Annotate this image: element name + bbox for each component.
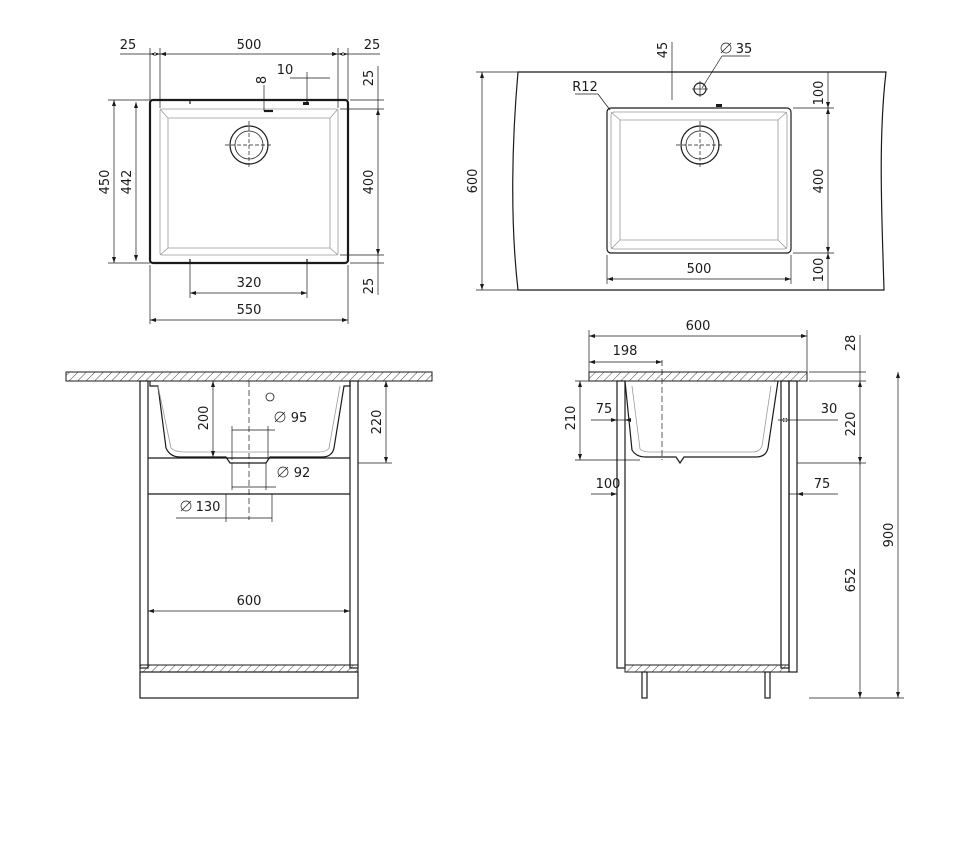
front-dim-dia95: 95 bbox=[291, 411, 308, 426]
side-cabinet-bottom bbox=[624, 664, 790, 673]
side-dim-900: 900 bbox=[882, 523, 897, 548]
counter-dim-500: 500 bbox=[687, 262, 712, 277]
counter-dim-400: 400 bbox=[812, 169, 827, 194]
front-cabinet-right-wall bbox=[349, 380, 359, 669]
countertop-outline bbox=[512, 71, 887, 291]
front-dim-dia92: 92 bbox=[294, 466, 311, 481]
top-dim-550: 550 bbox=[237, 303, 262, 318]
front-dim-200: 200 bbox=[197, 406, 212, 431]
top-dim-25-left: 25 bbox=[120, 38, 137, 53]
top-dim-442: 442 bbox=[120, 170, 135, 195]
side-dim-100: 100 bbox=[596, 477, 621, 492]
counter-dim-r12: R12 bbox=[572, 80, 598, 95]
top-dim-450: 450 bbox=[98, 170, 113, 195]
side-cabinet-back-wall bbox=[780, 380, 790, 669]
side-dim-210: 210 bbox=[564, 406, 579, 431]
top-dim-500: 500 bbox=[237, 38, 262, 53]
side-dim-28: 28 bbox=[844, 335, 859, 352]
side-dim-220: 220 bbox=[844, 412, 859, 437]
side-leg-back bbox=[764, 671, 771, 699]
top-dim-320: 320 bbox=[237, 276, 262, 291]
front-cabinet-bottom bbox=[139, 664, 359, 673]
counter-dim-45: 45 bbox=[656, 42, 671, 59]
cutout-inner bbox=[610, 111, 788, 250]
front-section: 200 95 92 130 220 600 bbox=[65, 371, 433, 699]
sink-outer-rim bbox=[148, 98, 350, 265]
front-plinth bbox=[139, 671, 359, 699]
side-cabinet-front-wall bbox=[616, 380, 626, 669]
top-dim-25-right: 25 bbox=[364, 38, 381, 53]
top-dim-8: 8 bbox=[255, 76, 270, 84]
front-countertop bbox=[65, 371, 433, 382]
front-dim-220: 220 bbox=[370, 410, 385, 435]
front-cabinet-left-wall bbox=[139, 380, 149, 669]
side-dim-75-left: 75 bbox=[596, 402, 613, 417]
top-view: 25 500 25 10 8 25 400 25 450 442 320 550 bbox=[98, 38, 384, 324]
side-dim-75-right: 75 bbox=[814, 477, 831, 492]
top-dim-25-top: 25 bbox=[362, 70, 377, 87]
side-countertop bbox=[588, 371, 808, 382]
side-back-panel bbox=[788, 380, 798, 673]
side-bowl-profile bbox=[624, 380, 779, 465]
side-leg-front bbox=[641, 671, 648, 699]
front-dim-dia130: 130 bbox=[196, 500, 221, 515]
side-dim-198: 198 bbox=[613, 344, 638, 359]
front-bowl-profile bbox=[149, 381, 351, 464]
bowl-edges bbox=[159, 108, 339, 256]
side-section: 600 198 28 220 210 75 30 100 bbox=[564, 319, 904, 699]
sink-inner-rim bbox=[159, 108, 339, 256]
side-dim-652: 652 bbox=[844, 568, 859, 593]
counter-dim-100-bottom: 100 bbox=[812, 258, 827, 283]
top-dim-10: 10 bbox=[277, 63, 294, 78]
counter-dim-dia35: 35 bbox=[736, 42, 753, 57]
side-dim-30: 30 bbox=[821, 402, 838, 417]
counter-dim-100-top: 100 bbox=[812, 81, 827, 106]
countertop-view: 45 35 R12 600 100 400 100 500 bbox=[466, 42, 887, 291]
cutout-outer bbox=[606, 107, 792, 254]
top-dim-400: 400 bbox=[362, 170, 377, 195]
top-dim-25-bottom: 25 bbox=[362, 278, 377, 295]
front-dim-600: 600 bbox=[237, 594, 262, 609]
counter-dim-600: 600 bbox=[466, 169, 481, 194]
side-dim-600: 600 bbox=[686, 319, 711, 334]
